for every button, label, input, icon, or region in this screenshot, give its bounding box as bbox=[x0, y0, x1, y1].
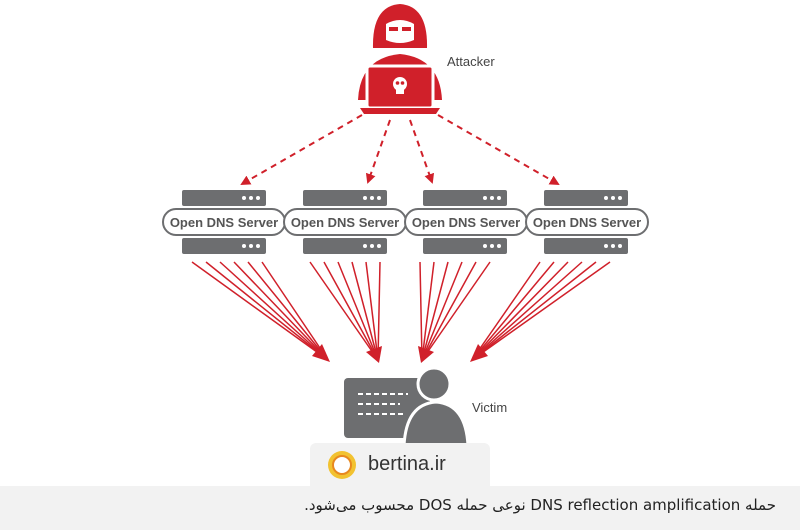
dns-server-2: Open DNS Server bbox=[283, 190, 407, 254]
caption: حمله DNS reflection amplification نوعی ح… bbox=[304, 496, 776, 514]
server-icon bbox=[544, 190, 628, 206]
attacker-query-arrows bbox=[240, 114, 560, 185]
victim-icon bbox=[344, 366, 470, 448]
attacker-icon bbox=[358, 4, 442, 114]
attacker-label: Attacker bbox=[447, 54, 495, 69]
amplified-response-arrowheads bbox=[312, 344, 488, 363]
server-label: Open DNS Server bbox=[412, 215, 520, 230]
amplified-response-lines bbox=[191, 261, 611, 361]
server-icon bbox=[423, 190, 507, 206]
server-icon bbox=[182, 190, 266, 206]
server-icon bbox=[303, 190, 387, 206]
watermark: bertina.ir bbox=[310, 443, 490, 486]
server-label: Open DNS Server bbox=[533, 215, 641, 230]
watermark-text: bertina.ir bbox=[368, 453, 446, 475]
query-arrow bbox=[437, 114, 560, 185]
victim-label: Victim bbox=[472, 400, 507, 415]
caption-bar: حمله DNS reflection amplification نوعی ح… bbox=[0, 486, 800, 530]
query-arrow bbox=[365, 119, 391, 184]
query-arrow bbox=[240, 114, 363, 185]
query-arrow bbox=[409, 119, 435, 184]
server-label: Open DNS Server bbox=[170, 215, 278, 230]
person-icon bbox=[416, 366, 452, 402]
dns-server-4: Open DNS Server bbox=[525, 190, 649, 254]
dns-server-1: Open DNS Server bbox=[162, 190, 286, 254]
bertina-logo-icon bbox=[328, 450, 356, 479]
server-label: Open DNS Server bbox=[291, 215, 399, 230]
dns-server-3: Open DNS Server bbox=[404, 190, 528, 254]
